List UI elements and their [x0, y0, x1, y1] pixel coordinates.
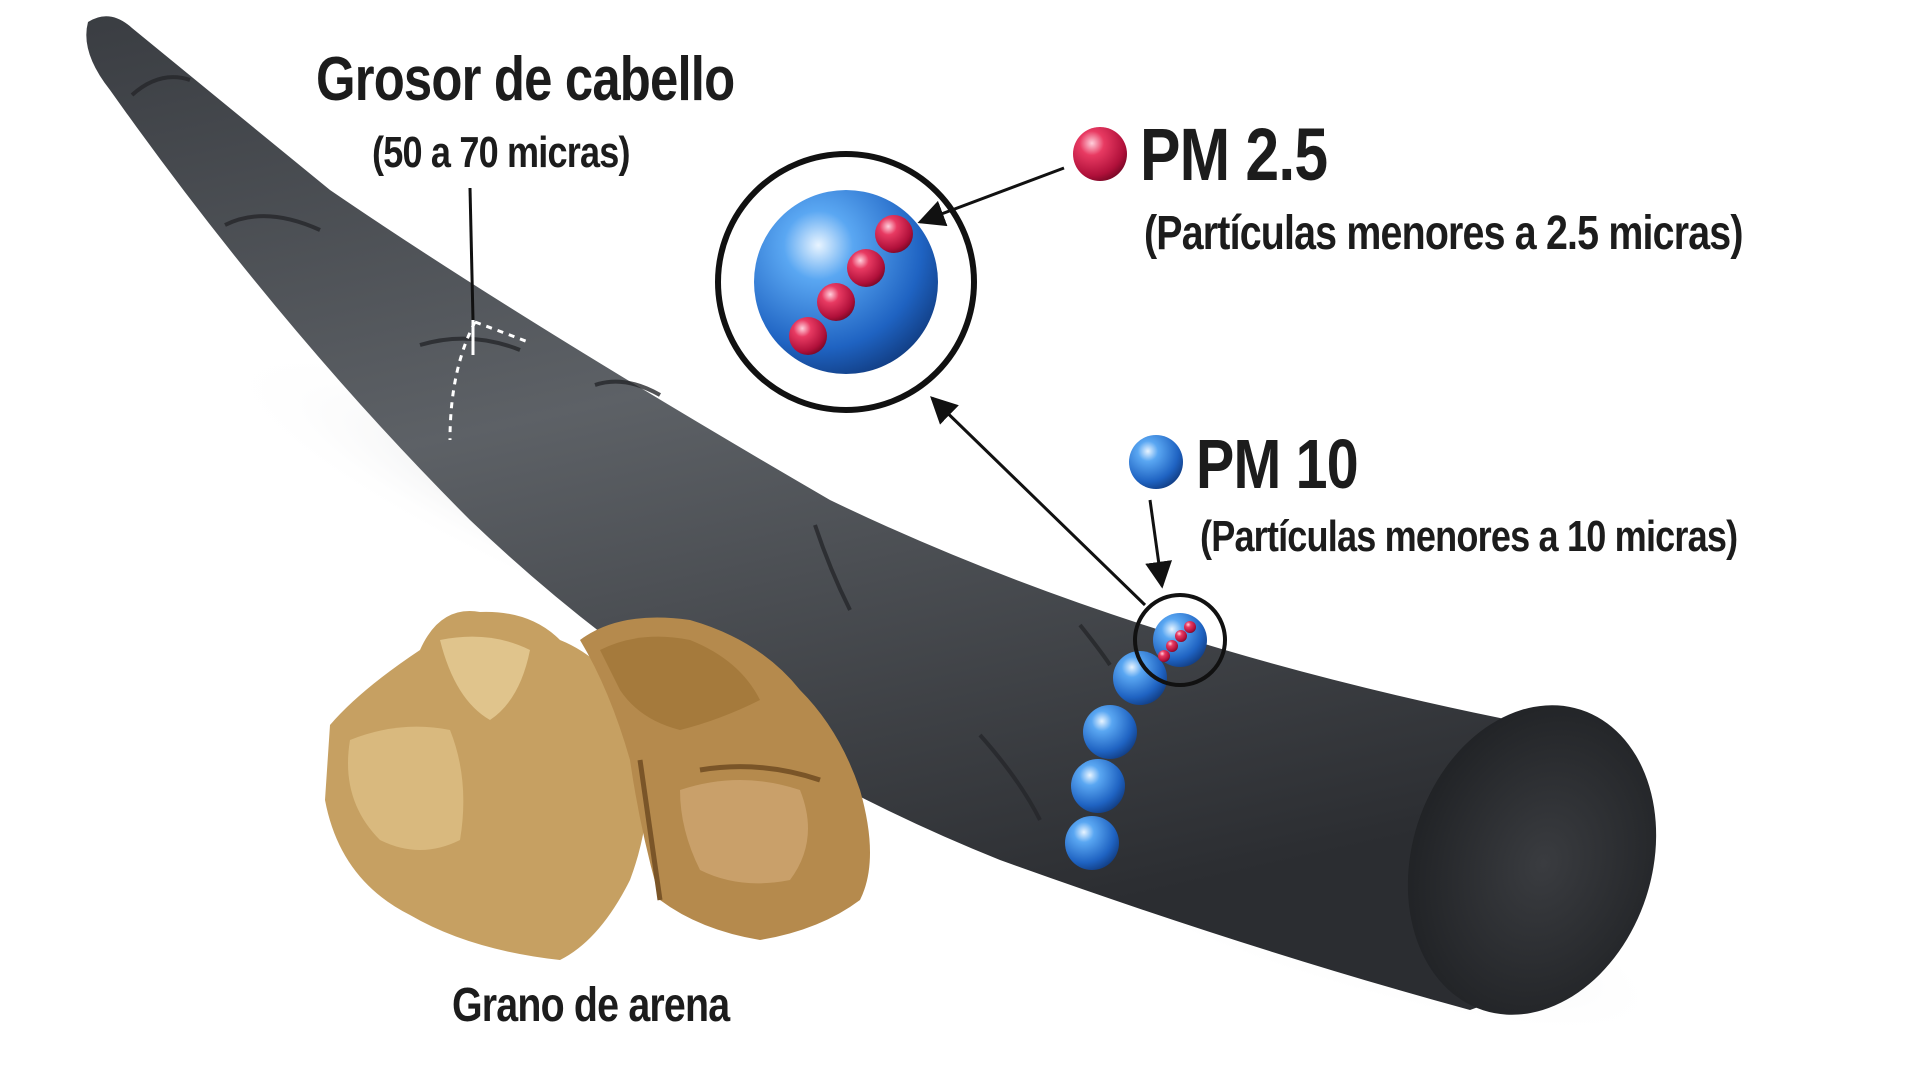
pm25-particles-magnified — [789, 215, 913, 355]
pm10-particle — [1083, 705, 1137, 759]
zoom-arrow — [930, 396, 1147, 607]
pm25-arrow — [917, 166, 1065, 227]
pm25-label: PM 2.5 — [1140, 113, 1328, 196]
sand-grain — [325, 611, 870, 960]
pm25-legend-particle — [1073, 127, 1127, 181]
sand-grain-label: Grano de arena — [452, 979, 730, 1032]
pm10-particle — [1065, 816, 1119, 870]
pm10-legend-particle — [1129, 435, 1183, 489]
hair-cut-end — [1407, 705, 1657, 1015]
pm10-particle-magnified — [754, 190, 938, 374]
hair-strand — [86, 16, 1643, 1011]
pm25-particles-in-small-ring — [1158, 621, 1196, 662]
pm10-arrow — [1145, 499, 1173, 589]
pm25-description: (Partículas menores a 2.5 micras) — [1144, 207, 1743, 260]
hair-thickness-pointer — [468, 187, 475, 321]
hair-thickness-dashed-ring — [448, 320, 529, 441]
hair-thickness-label: Grosor de cabello — [316, 45, 735, 114]
pm10-particle — [1113, 651, 1167, 705]
pm10-description: (Partículas menores a 10 micras) — [1200, 512, 1738, 561]
pm10-particle — [1071, 759, 1125, 813]
hair-thickness-range: (50 a 70 micras) — [372, 128, 630, 177]
hair-cuticle-lines — [130, 75, 1112, 821]
pm10-label: PM 10 — [1196, 425, 1359, 503]
pm10-particle-chain — [1065, 651, 1167, 870]
pm10-zoom-ring — [1133, 593, 1227, 687]
